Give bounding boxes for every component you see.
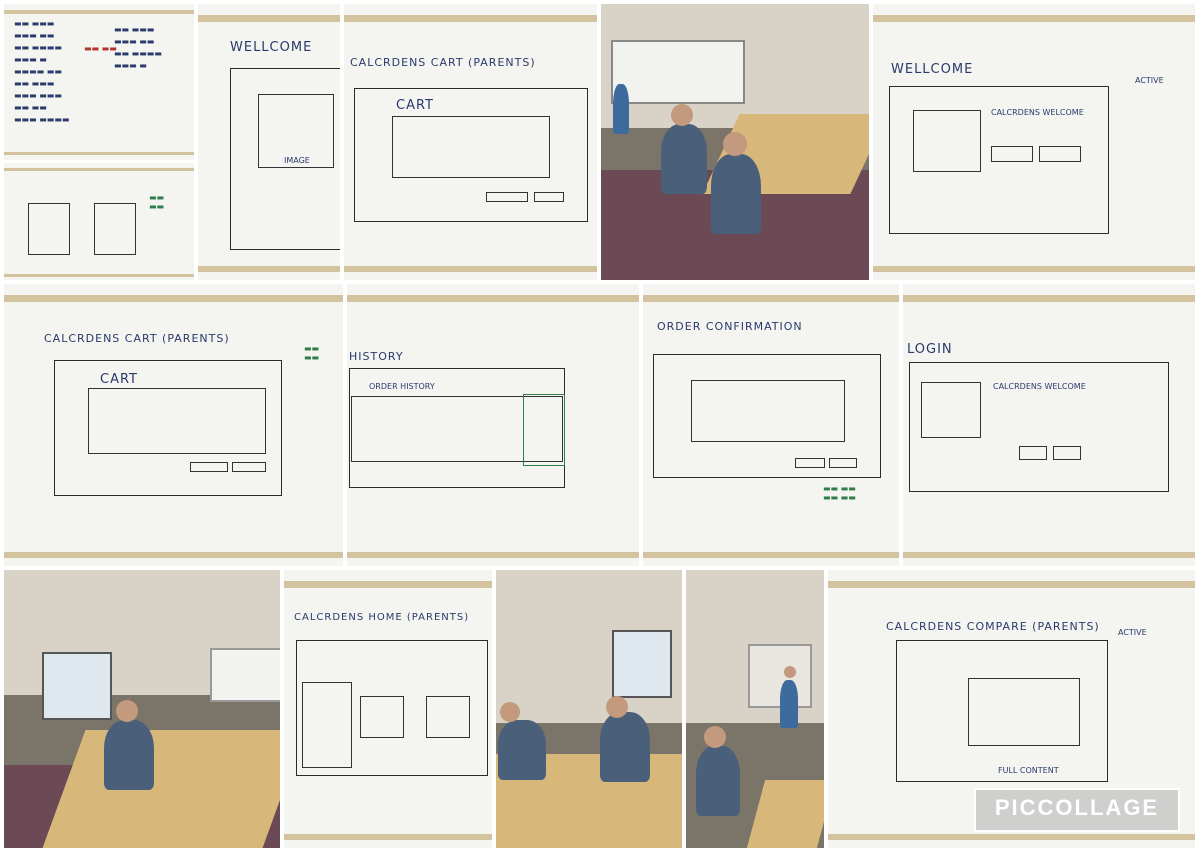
actions-label-2: ACTIVE [1118,628,1147,637]
image-label: IMAGE [284,156,310,165]
photo-meeting-room-3 [496,570,682,848]
photo-meeting-room-1 [601,4,869,280]
photo-wellcome-login-sketch: WELLCOME CALCRDENS WELCOME ACTIVE [873,4,1195,280]
calcrdens-login: CALCRDENS WELCOME [993,382,1086,391]
order-history-heading: ORDER HISTORY [369,382,435,391]
photo-login-wireframe: LOGIN CALCRDENS WELCOME [903,284,1195,566]
photo-compare-wireframe: CALCRDENS COMPARE (PARENTS) FULL CONTENT… [828,570,1195,848]
photo-order-history-wireframe: HISTORY ORDER HISTORY [347,284,639,566]
cart-heading-2: CART [100,372,138,387]
login-title: LOGIN [907,342,953,357]
photo-cart-wireframe: CALCRDENS CART (PARENTS) CART [344,4,597,280]
history-title: HISTORY [349,350,404,363]
wellcome-text: WELLCOME [230,40,313,55]
wellcome-text-2: WELLCOME [891,62,974,77]
piccollage-watermark: PICCOLLAGE [974,788,1180,832]
photo-home-wireframe: CALCRDENS HOME (PARENTS) [284,570,492,848]
home-title: CALCRDENS HOME (PARENTS) [294,612,470,623]
photo-whiteboard-notes-list: ▬▬ ▬▬▬▬▬▬ ▬▬▬▬ ▬▬▬▬▬▬▬ ▬▬▬▬▬ ▬▬▬▬ ▬▬▬▬▬▬… [4,4,194,160]
compare-title: CALCRDENS COMPARE (PARENTS) [886,620,1100,633]
photo-order-confirmation-wireframe: ORDER CONFIRMATION ▬▬ ▬▬▬▬ ▬▬ [643,284,899,566]
photo-cart-wireframe-2: CALCRDENS CART (PARENTS) CART ▬▬▬▬ [4,284,343,566]
photo-meeting-room-4 [686,570,824,848]
actions-label: ACTIVE [1135,76,1164,85]
full-content-label: FULL CONTENT [998,766,1059,775]
calcrdens-welcome: CALCRDENS WELCOME [991,108,1084,117]
photo-whiteboard-sketches: ▬▬▬▬ [4,163,194,280]
photo-wellcome-sketch: WELLCOME IMAGE [198,4,340,280]
order-confirm-title: ORDER CONFIRMATION [657,320,803,333]
cart-heading: CART [396,98,434,113]
cart-title-2: CALCRDENS CART (PARENTS) [44,332,230,345]
photo-meeting-room-2 [4,570,280,848]
cart-title: CALCRDENS CART (PARENTS) [350,56,536,69]
